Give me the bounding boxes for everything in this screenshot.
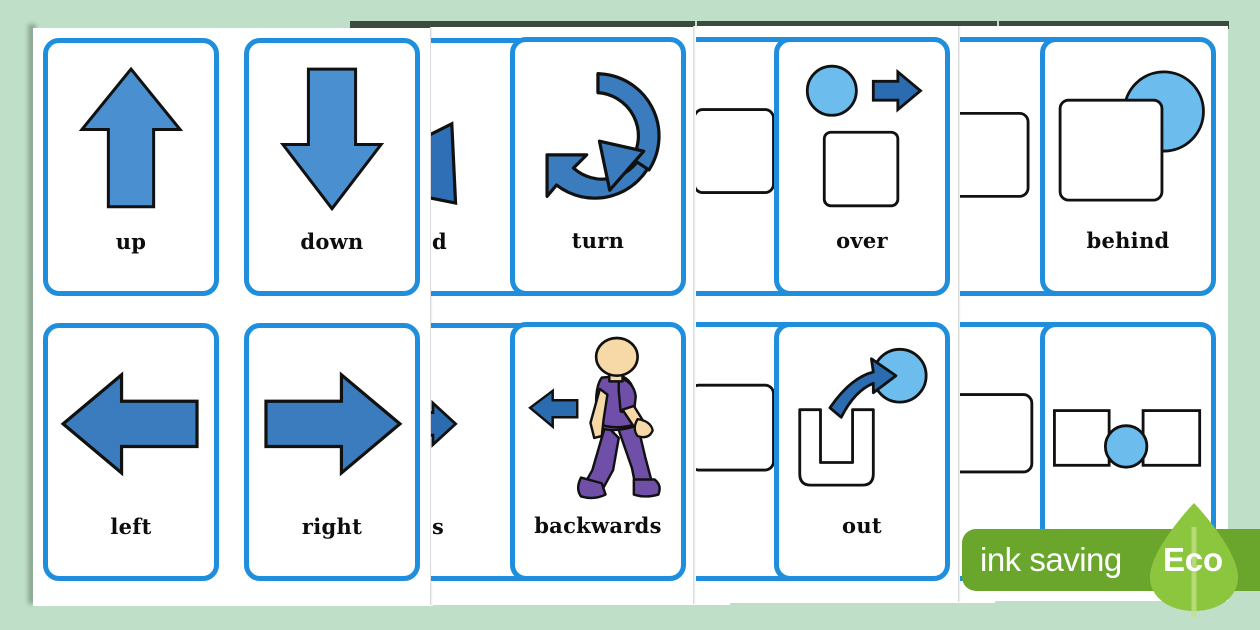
arrow-right-small-icon [431, 332, 548, 512]
sheet-shadow-top-2 [697, 21, 997, 30]
sheet-shadow-top-1 [350, 21, 695, 30]
arrow-up-icon [48, 47, 214, 227]
rounded-square-icon [960, 46, 1079, 226]
flashcard-label: down [300, 229, 364, 254]
rounded-square-icon [960, 331, 1079, 511]
circle-over-square-icon [779, 46, 945, 226]
eco-badge-eco-text: Eco [1163, 541, 1223, 578]
flashcard-backwards[interactable]: backwards [510, 322, 686, 581]
flashcard-over[interactable]: over [774, 37, 950, 296]
flashcard-left[interactable]: left [43, 323, 219, 581]
flashcard-right[interactable]: right [244, 323, 420, 581]
arrow-fragment-icon [431, 47, 548, 227]
square-edge-icon [696, 46, 815, 226]
flashcard-out[interactable]: out [774, 322, 950, 581]
flashcard-behind[interactable]: behind [1040, 37, 1216, 296]
flashcard-label: turn [571, 228, 625, 253]
leaf-icon [1144, 499, 1244, 617]
arrow-left-icon [48, 332, 214, 512]
flashcard-turn[interactable]: turn [510, 37, 686, 296]
circle-behind-square-icon [1045, 46, 1211, 226]
flashcard-label: behind [1086, 228, 1170, 253]
arrow-down-icon [249, 47, 415, 227]
sheet-seam-2 [693, 26, 696, 604]
arrow-right-icon [249, 332, 415, 512]
flashcard-up[interactable]: up [43, 38, 219, 296]
ball-out-of-container-icon [779, 331, 945, 511]
sheet-seam-1 [430, 27, 433, 605]
flashcard-down[interactable]: down [244, 38, 420, 296]
flashcard-label: up [115, 229, 147, 254]
eco-badge-ink-text: ink saving [980, 541, 1122, 578]
circle-between-squares-icon [1045, 357, 1211, 517]
ink-saving-eco-badge: ink saving Eco [962, 503, 1260, 617]
flashcard-label: d [432, 229, 447, 254]
rotate-arrow-icon [515, 46, 681, 226]
sheet-shadow-left [28, 24, 36, 604]
flashcard-label: right [301, 514, 363, 539]
flashcard-label: backwards [534, 513, 662, 538]
flashcard-label: left [110, 514, 152, 539]
flashcard-label: over [836, 228, 888, 253]
sheet-seam-3 [958, 26, 961, 602]
sheet-shadow-top-3 [999, 21, 1229, 29]
rounded-square-icon [696, 331, 815, 511]
flashcard-label: s [432, 514, 445, 539]
walking-person-icon [515, 331, 681, 511]
flashcard-label: out [842, 513, 882, 538]
